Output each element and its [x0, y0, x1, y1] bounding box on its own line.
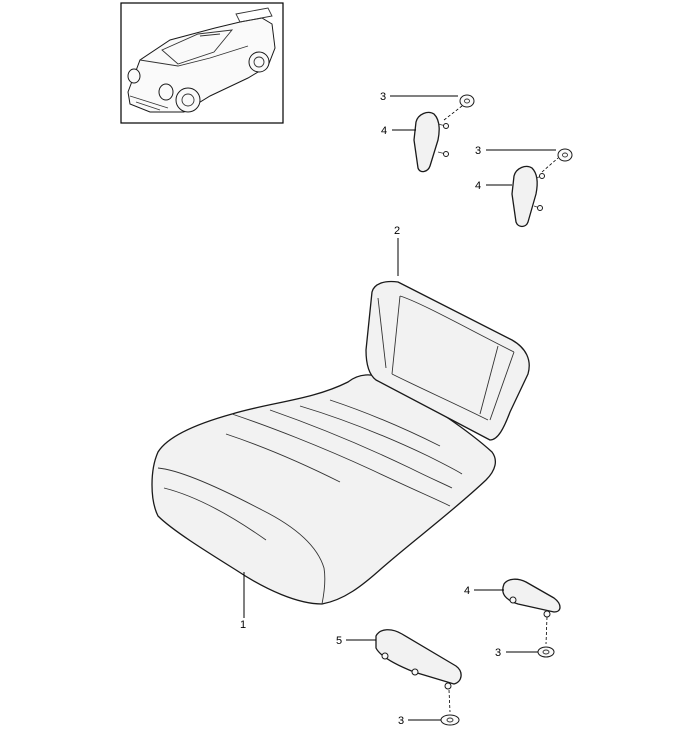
callout-4-right: 4	[475, 180, 481, 192]
backrest	[365, 280, 530, 441]
callout-2: 2	[394, 225, 400, 237]
cover-part-5	[375, 629, 462, 726]
seat-cushion	[151, 374, 497, 605]
callout-3-bottom: 3	[398, 715, 404, 727]
callout-5: 5	[336, 635, 342, 647]
callout-4-lower: 4	[464, 585, 470, 597]
cover-part-4-right	[511, 148, 573, 228]
callout-1: 1	[240, 619, 246, 631]
callout-3-right: 3	[475, 145, 481, 157]
cover-part-4-lower	[502, 578, 561, 658]
callout-4-upper: 4	[381, 125, 387, 137]
callout-3-upper: 3	[380, 91, 386, 103]
callout-labels: 1 2 3 4 3 4 4 5 3 3	[240, 91, 501, 727]
callout-3-lower-right: 3	[495, 647, 501, 659]
vehicle-thumbnail	[120, 2, 284, 124]
cover-part-4-upper	[413, 94, 475, 173]
leader-lines	[243, 95, 556, 721]
